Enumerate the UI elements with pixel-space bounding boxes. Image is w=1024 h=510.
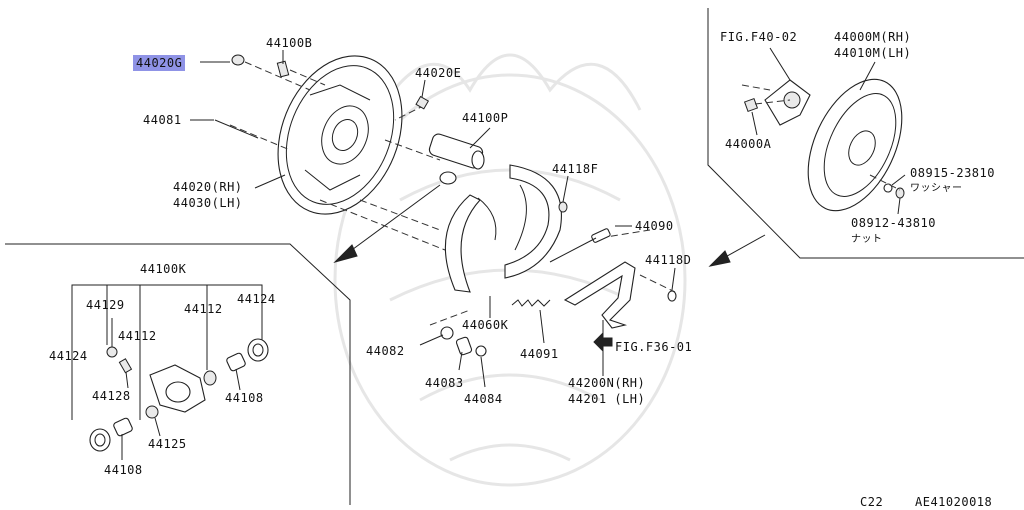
panel-borders — [5, 8, 1024, 505]
part-label-44118f[interactable]: 44118F — [552, 162, 599, 176]
backing-plate — [277, 55, 403, 215]
right-panel-dash-lines — [741, 84, 901, 191]
arrow-from-right-panel — [708, 234, 766, 267]
part-label-44010m[interactable]: 44010M(LH) — [834, 46, 912, 60]
brake-shoe-right — [504, 164, 562, 279]
model-code: C22 — [860, 495, 884, 509]
arrow-to-cylinder-panel — [333, 184, 441, 263]
kit-bleeder-screw — [118, 358, 133, 374]
kit-cup-left — [145, 405, 159, 419]
cup-44084 — [475, 345, 487, 357]
part-label-44108-left[interactable]: 44108 — [104, 463, 143, 477]
wheel-cylinder — [428, 133, 485, 185]
part-label-44000m[interactable]: 44000M(RH) — [834, 30, 912, 44]
rear-drum-assembly — [743, 78, 905, 212]
part-label-44128[interactable]: 44128 — [92, 389, 131, 403]
part-label-44201[interactable]: 44201 (LH) — [568, 392, 646, 406]
pin-44081 — [214, 119, 259, 139]
fig-reference-f40-02[interactable]: FIG.F40-02 — [720, 30, 798, 44]
part-label-44124-left[interactable]: 44124 — [49, 349, 88, 363]
kit-boot-right — [247, 338, 269, 362]
part-label-44124-right[interactable]: 44124 — [237, 292, 276, 306]
washer-44118d — [667, 290, 677, 302]
part-label-44084[interactable]: 44084 — [464, 392, 503, 406]
kit-bleeder-cap — [106, 346, 118, 358]
bolt-44100b — [276, 60, 290, 78]
lever-44200n — [563, 261, 636, 329]
bleeder-cap — [231, 54, 245, 66]
part-label-44100p[interactable]: 44100P — [462, 111, 509, 125]
part-label-44129[interactable]: 44129 — [86, 298, 125, 312]
kit-boot-left — [89, 428, 111, 452]
kit-piston-right — [226, 352, 246, 372]
part-label-44125[interactable]: 44125 — [148, 437, 187, 451]
spring-44083 — [455, 336, 473, 356]
part-label-44200n[interactable]: 44200N(RH) — [568, 376, 646, 390]
nut-caption: ナット — [851, 234, 883, 245]
cylinder-kit-bracket — [71, 284, 263, 420]
part-label-44100k[interactable]: 44100K — [140, 262, 187, 276]
part-label-44090[interactable]: 44090 — [635, 219, 674, 233]
part-label-44020rh[interactable]: 44020(RH) — [173, 180, 243, 194]
leader-lines — [111, 47, 906, 460]
part-label-44108-right[interactable]: 44108 — [225, 391, 264, 405]
part-label-44083[interactable]: 44083 — [425, 376, 464, 390]
plug-44020e — [415, 95, 430, 110]
assembly-dash-lines — [229, 61, 676, 326]
kit-piston-left — [113, 417, 133, 437]
part-label-44020e[interactable]: 44020E — [415, 66, 462, 80]
part-label-08915-23810[interactable]: 08915-23810 — [910, 166, 995, 180]
part-label-44000a[interactable]: 44000A — [725, 137, 772, 151]
figure-code: AE41020018 — [915, 495, 993, 509]
part-label-44082[interactable]: 44082 — [366, 344, 405, 358]
part-label-44100b[interactable]: 44100B — [266, 36, 313, 50]
part-label-44030lh[interactable]: 44030(LH) — [173, 196, 243, 210]
part-label-44020g[interactable]: 44020G — [133, 55, 186, 71]
clip-44118f — [558, 201, 568, 213]
spring-44091 — [511, 299, 551, 307]
pin-44082 — [440, 326, 454, 340]
brake-shoe-left — [444, 194, 497, 293]
part-label-08912-43810[interactable]: 08912-43810 — [851, 216, 936, 230]
kit-cup-right — [203, 370, 217, 386]
fig-reference-f36-01[interactable]: FIG.F36-01 — [615, 340, 693, 354]
part-label-44060k[interactable]: 44060K — [462, 318, 509, 332]
adjuster-44090 — [549, 228, 611, 263]
part-label-44112-left[interactable]: 44112 — [118, 329, 157, 343]
part-label-44081[interactable]: 44081 — [143, 113, 182, 127]
part-label-44112-right[interactable]: 44112 — [184, 302, 223, 316]
kit-body-44125 — [149, 364, 206, 413]
washer-caption: ワッシャー — [910, 183, 963, 194]
part-label-44091[interactable]: 44091 — [520, 347, 559, 361]
part-label-44118d[interactable]: 44118D — [645, 253, 692, 267]
